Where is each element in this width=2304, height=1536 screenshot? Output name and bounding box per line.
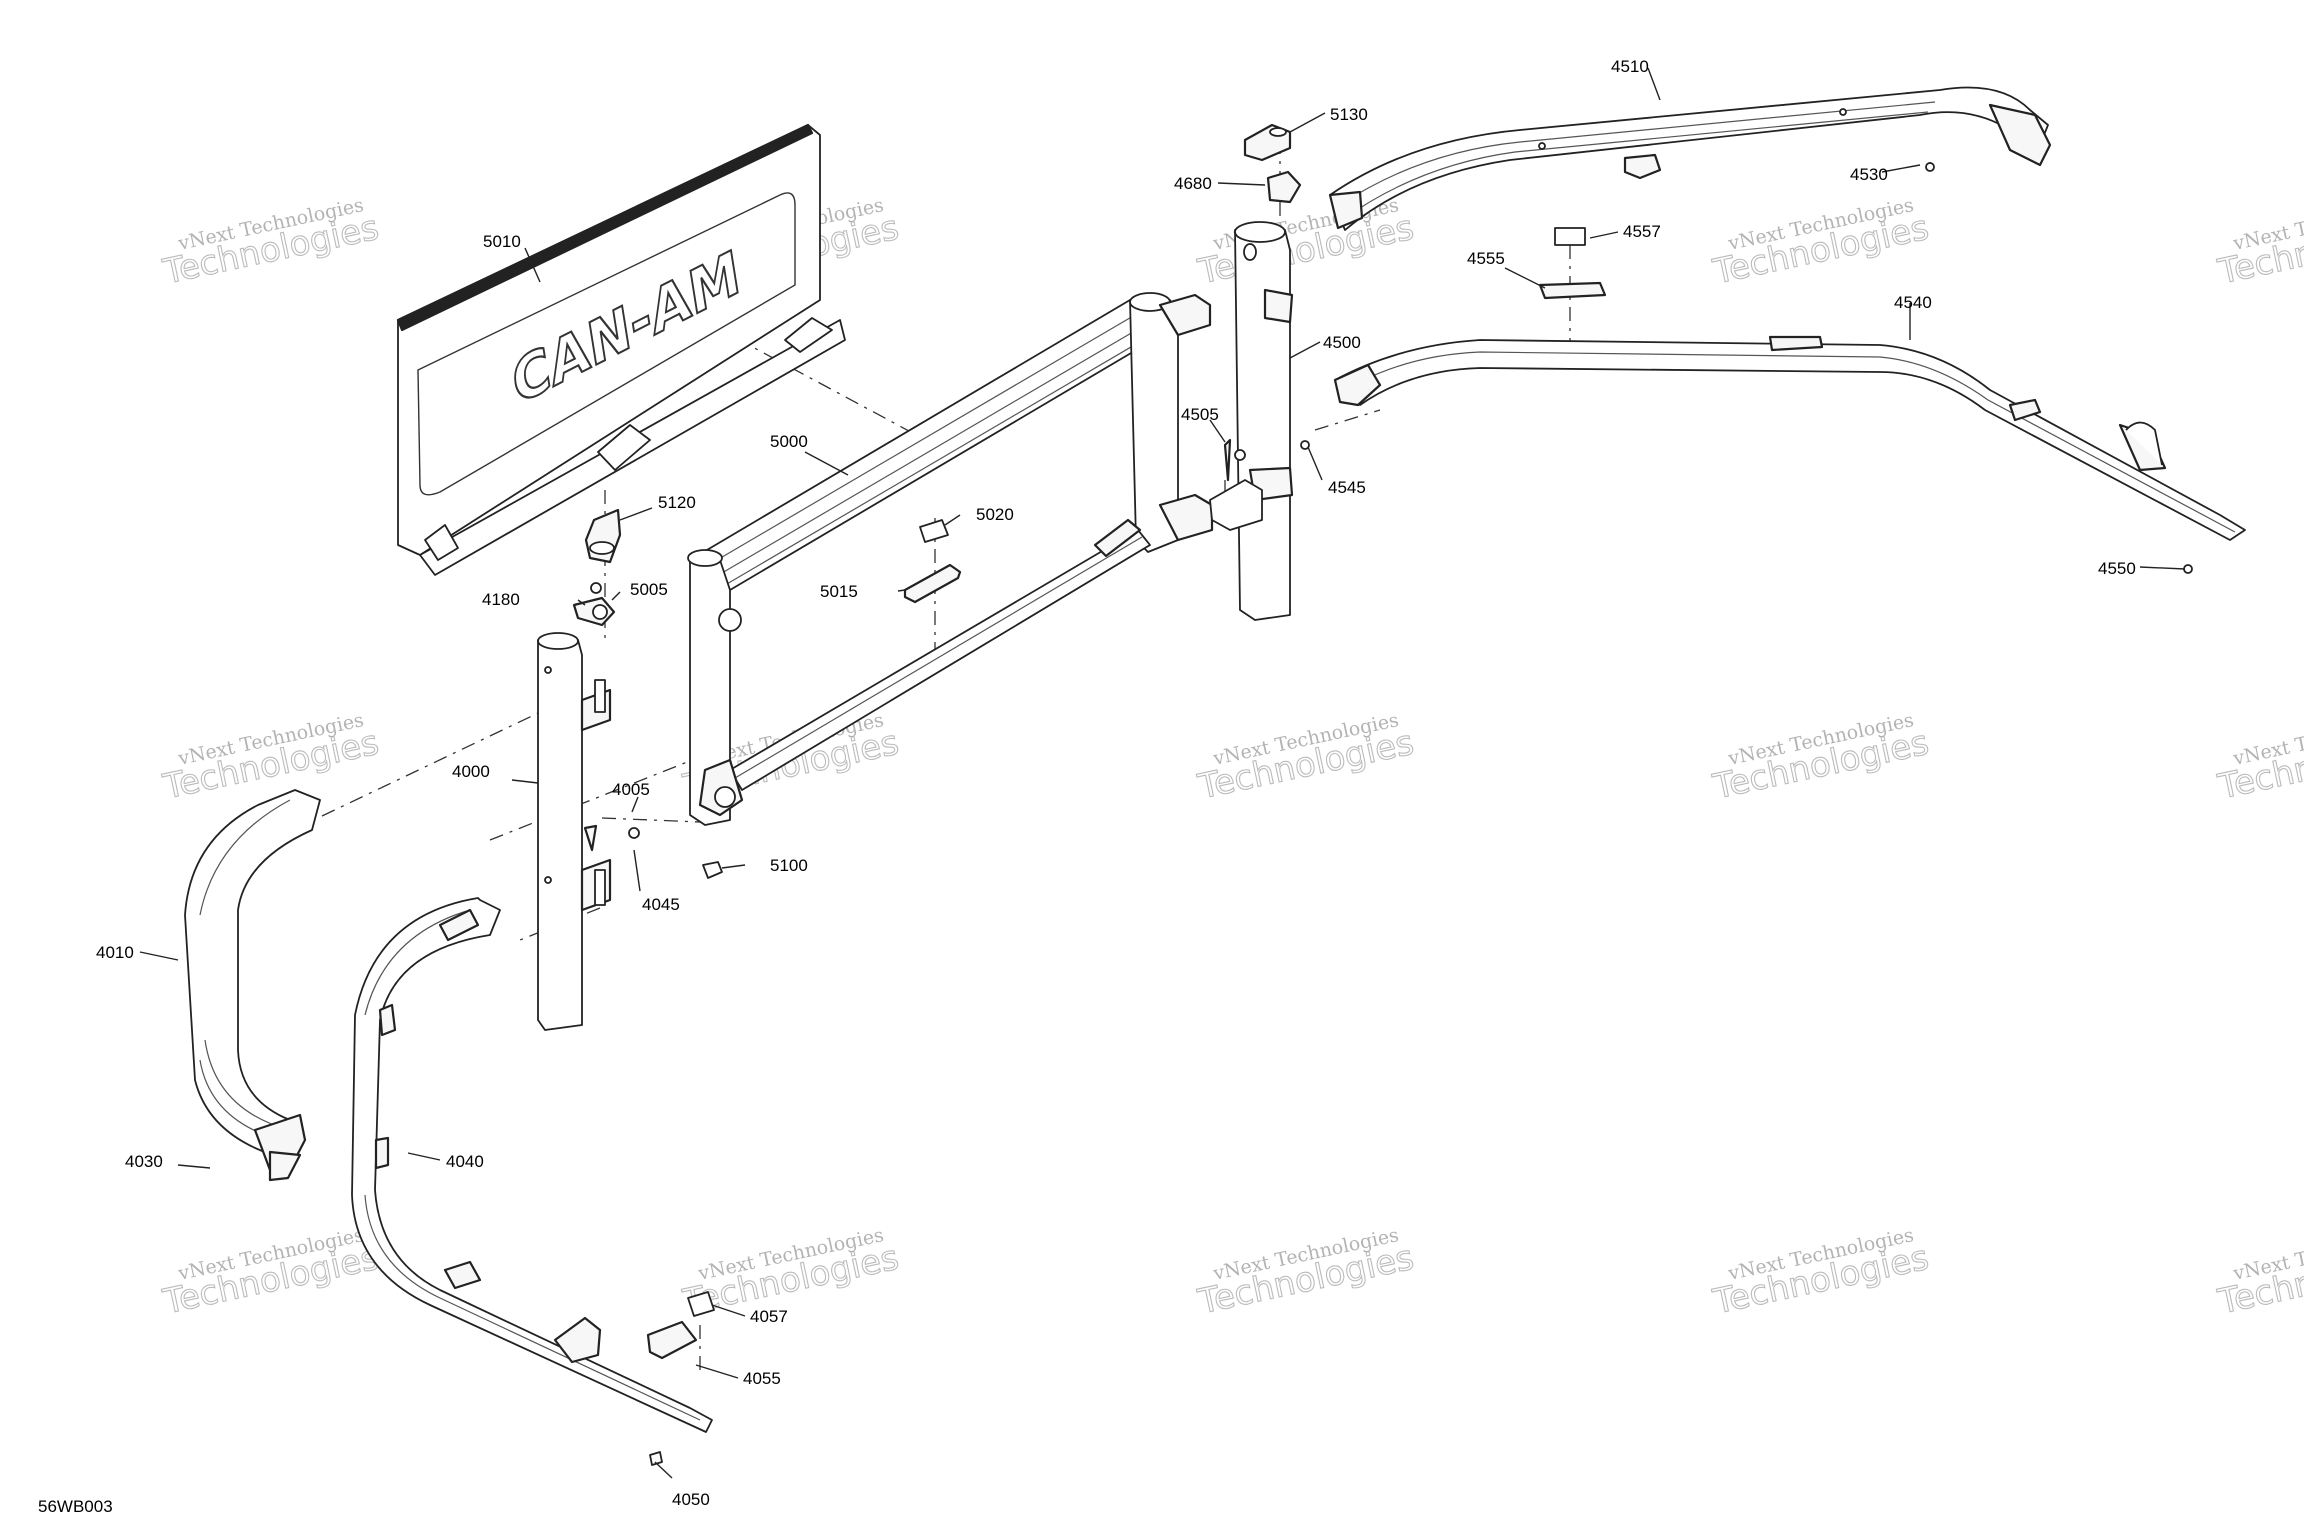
callout-4500: 4500	[1323, 333, 1361, 352]
callout-5120: 5120	[658, 493, 696, 512]
tailgate-panel-5010: CAN-AM	[396, 123, 846, 576]
bracket-4557-4555	[1538, 227, 1607, 300]
callout-5015: 5015	[820, 582, 858, 601]
leader-lines	[139, 67, 2186, 1479]
rail-4540	[1333, 335, 2246, 541]
callout-4680: 4680	[1174, 174, 1212, 193]
callout-5005: 5005	[630, 580, 668, 599]
callout-5020: 5020	[976, 505, 1014, 524]
small-parts-top	[1243, 123, 1302, 204]
callout-4050: 4050	[672, 1490, 710, 1509]
pin-5020-latch-5015	[903, 519, 962, 604]
callout-4000: 4000	[452, 762, 490, 781]
post-4500	[1209, 221, 1294, 621]
callout-5100: 5100	[770, 856, 808, 875]
callout-4005: 4005	[612, 780, 650, 799]
small-parts-left	[572, 508, 723, 879]
reference-code: 56WB003	[38, 1497, 113, 1516]
callout-4045: 4045	[642, 895, 680, 914]
callout-4510: 4510	[1611, 57, 1649, 76]
callout-4540: 4540	[1894, 293, 1932, 312]
callout-4030: 4030	[125, 1152, 163, 1171]
rail-4040	[351, 897, 713, 1433]
small-parts-bottom	[646, 1291, 715, 1466]
callout-5000: 5000	[770, 432, 808, 451]
callout-4555: 4555	[1467, 249, 1505, 268]
rail-4510	[1328, 86, 2052, 231]
callout-4557: 4557	[1623, 222, 1661, 241]
callout-5130: 5130	[1330, 105, 1368, 124]
callout-4055: 4055	[743, 1369, 781, 1388]
post-4000	[537, 632, 612, 1031]
callout-4550: 4550	[2098, 559, 2136, 578]
callout-labels: 5010 5000 5120 4180 5005 5020 5015 4000 …	[38, 57, 2136, 1516]
callout-4505: 4505	[1181, 405, 1219, 424]
gate-frame-5000	[687, 292, 1214, 826]
callout-4010: 4010	[96, 943, 134, 962]
callout-4057: 4057	[750, 1307, 788, 1326]
callout-4040: 4040	[446, 1152, 484, 1171]
callout-4530: 4530	[1850, 165, 1888, 184]
callout-4545: 4545	[1328, 478, 1366, 497]
callout-5010: 5010	[483, 232, 521, 251]
rail-4010	[184, 789, 321, 1182]
callout-4180: 4180	[482, 590, 520, 609]
